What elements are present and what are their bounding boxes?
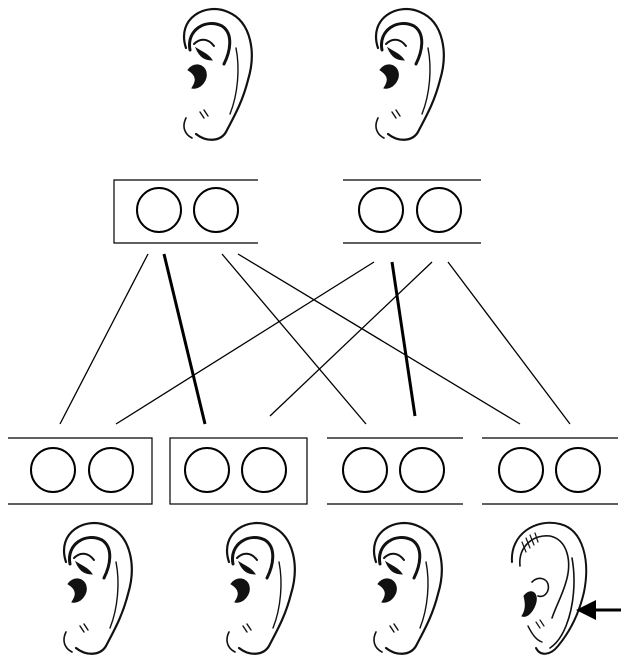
parent-left-ear xyxy=(184,9,252,140)
allele-circle xyxy=(89,448,133,492)
child-3-ear xyxy=(374,523,442,654)
allele-circle xyxy=(556,448,600,492)
inheritance-line xyxy=(60,254,148,424)
inheritance-line xyxy=(238,254,520,424)
allele-circle xyxy=(194,188,238,232)
inheritance-line xyxy=(164,254,205,424)
inheritance-line xyxy=(448,262,570,424)
parent-right-genotype-box xyxy=(343,180,481,243)
child-2-ear xyxy=(227,523,295,654)
parent-right-ear xyxy=(376,9,444,140)
allele-circle xyxy=(417,188,461,232)
allele-circle xyxy=(137,188,181,232)
inheritance-lines xyxy=(60,254,570,424)
allele-circle xyxy=(343,448,387,492)
inheritance-line xyxy=(392,262,415,416)
inheritance-line xyxy=(116,262,374,424)
allele-circle xyxy=(400,448,444,492)
child-4-ear xyxy=(512,523,586,654)
allele-circle xyxy=(359,188,403,232)
allele-circle xyxy=(31,448,75,492)
allele-circle xyxy=(499,448,543,492)
child-1-genotype-box xyxy=(8,438,152,504)
child-3-genotype-box xyxy=(327,438,463,504)
child-1-ear xyxy=(64,523,132,654)
child-4-genotype-box xyxy=(482,438,618,504)
left-arrow-icon xyxy=(576,600,621,620)
inheritance-line xyxy=(222,254,366,424)
parent-left-genotype-box xyxy=(114,180,258,243)
child-2-genotype-box xyxy=(170,438,307,504)
allele-circle xyxy=(185,448,229,492)
allele-circle xyxy=(242,448,286,492)
